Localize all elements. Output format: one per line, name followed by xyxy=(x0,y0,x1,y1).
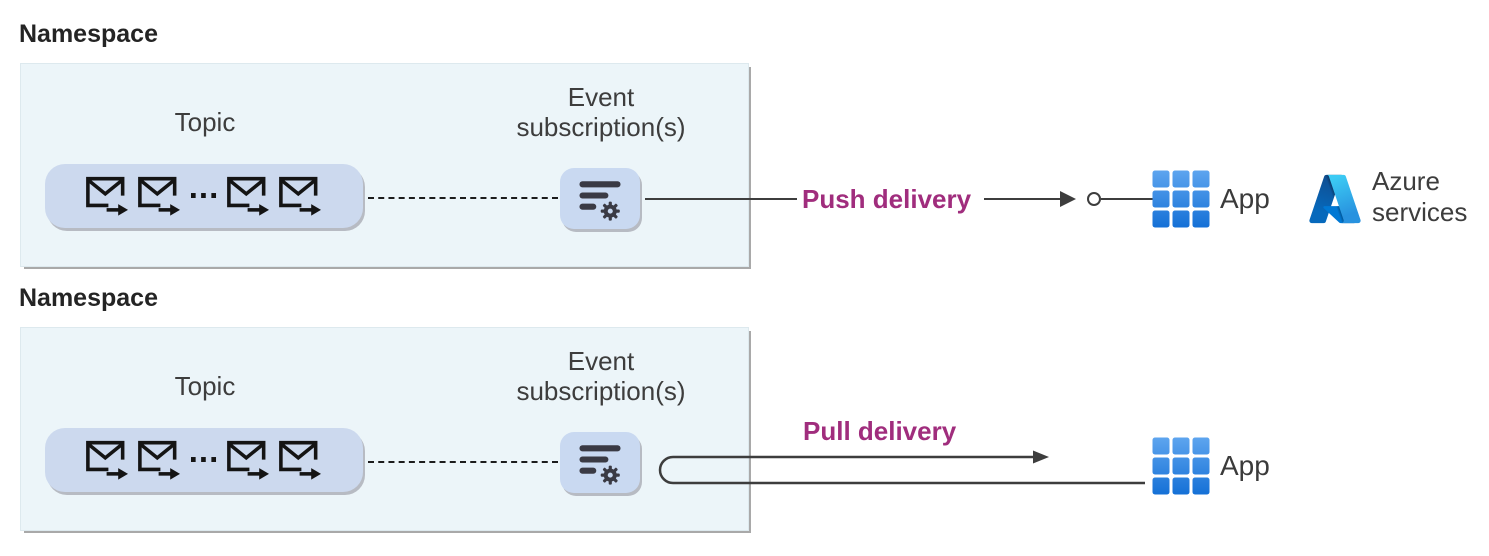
app-label: App xyxy=(1220,183,1270,214)
event-subscription-icon xyxy=(560,168,640,229)
app-grid-icon xyxy=(1152,437,1210,495)
azure-services-line1: Azure xyxy=(1372,166,1440,196)
app-label: App xyxy=(1220,450,1270,481)
ellipsis-label: ... xyxy=(188,168,220,205)
event-subscription-label-line1: Event xyxy=(567,82,635,112)
filter-gear-icon xyxy=(562,171,638,227)
envelope-icon xyxy=(137,440,182,481)
event-subscription-icon xyxy=(560,432,640,493)
push-delivery-label: Push delivery xyxy=(802,184,972,214)
dashed-connector xyxy=(368,197,558,199)
filter-gear-icon xyxy=(562,435,638,491)
pull-delivery-label: Pull delivery xyxy=(803,416,957,446)
event-subscription-label-line1: Event xyxy=(567,346,635,376)
push-delivery-section: Namespace Topic ... Event subscription(s… xyxy=(19,20,1467,267)
topic-label: Topic xyxy=(174,107,236,137)
envelope-icon xyxy=(85,440,130,481)
namespace-title: Namespace xyxy=(19,284,158,312)
envelope-icon xyxy=(137,176,182,217)
envelope-icon xyxy=(226,176,271,217)
event-subscription-label: Event subscription(s) xyxy=(501,82,701,142)
envelope-icon xyxy=(278,176,323,217)
topic-pill: ... xyxy=(45,428,363,492)
envelope-icon xyxy=(278,440,323,481)
event-subscription-label: Event subscription(s) xyxy=(501,346,701,406)
azure-services-label: Azure services xyxy=(1372,166,1467,228)
namespace-title: Namespace xyxy=(19,20,158,48)
dashed-connector xyxy=(368,461,558,463)
push-line-mid xyxy=(984,198,1060,200)
ellipsis-label: ... xyxy=(188,432,220,469)
app-grid-icon xyxy=(1152,170,1210,228)
envelope-icon xyxy=(226,440,271,481)
pull-delivery-section: Namespace Topic ... Event subscription(s… xyxy=(0,264,1489,542)
azure-logo-icon xyxy=(1307,171,1363,227)
push-line-left xyxy=(645,198,797,200)
topic-label: Topic xyxy=(174,371,236,401)
azure-services-line2: services xyxy=(1372,197,1468,227)
endpoint-circle-icon xyxy=(1087,192,1101,206)
pull-loop-arrow xyxy=(658,450,1145,485)
topic-pill: ... xyxy=(45,164,363,228)
event-subscription-label-line2: subscription(s) xyxy=(516,376,686,406)
push-arrowhead-icon xyxy=(1060,191,1076,207)
push-line-right xyxy=(1101,198,1153,200)
envelope-icon xyxy=(85,176,130,217)
event-subscription-label-line2: subscription(s) xyxy=(516,112,686,142)
